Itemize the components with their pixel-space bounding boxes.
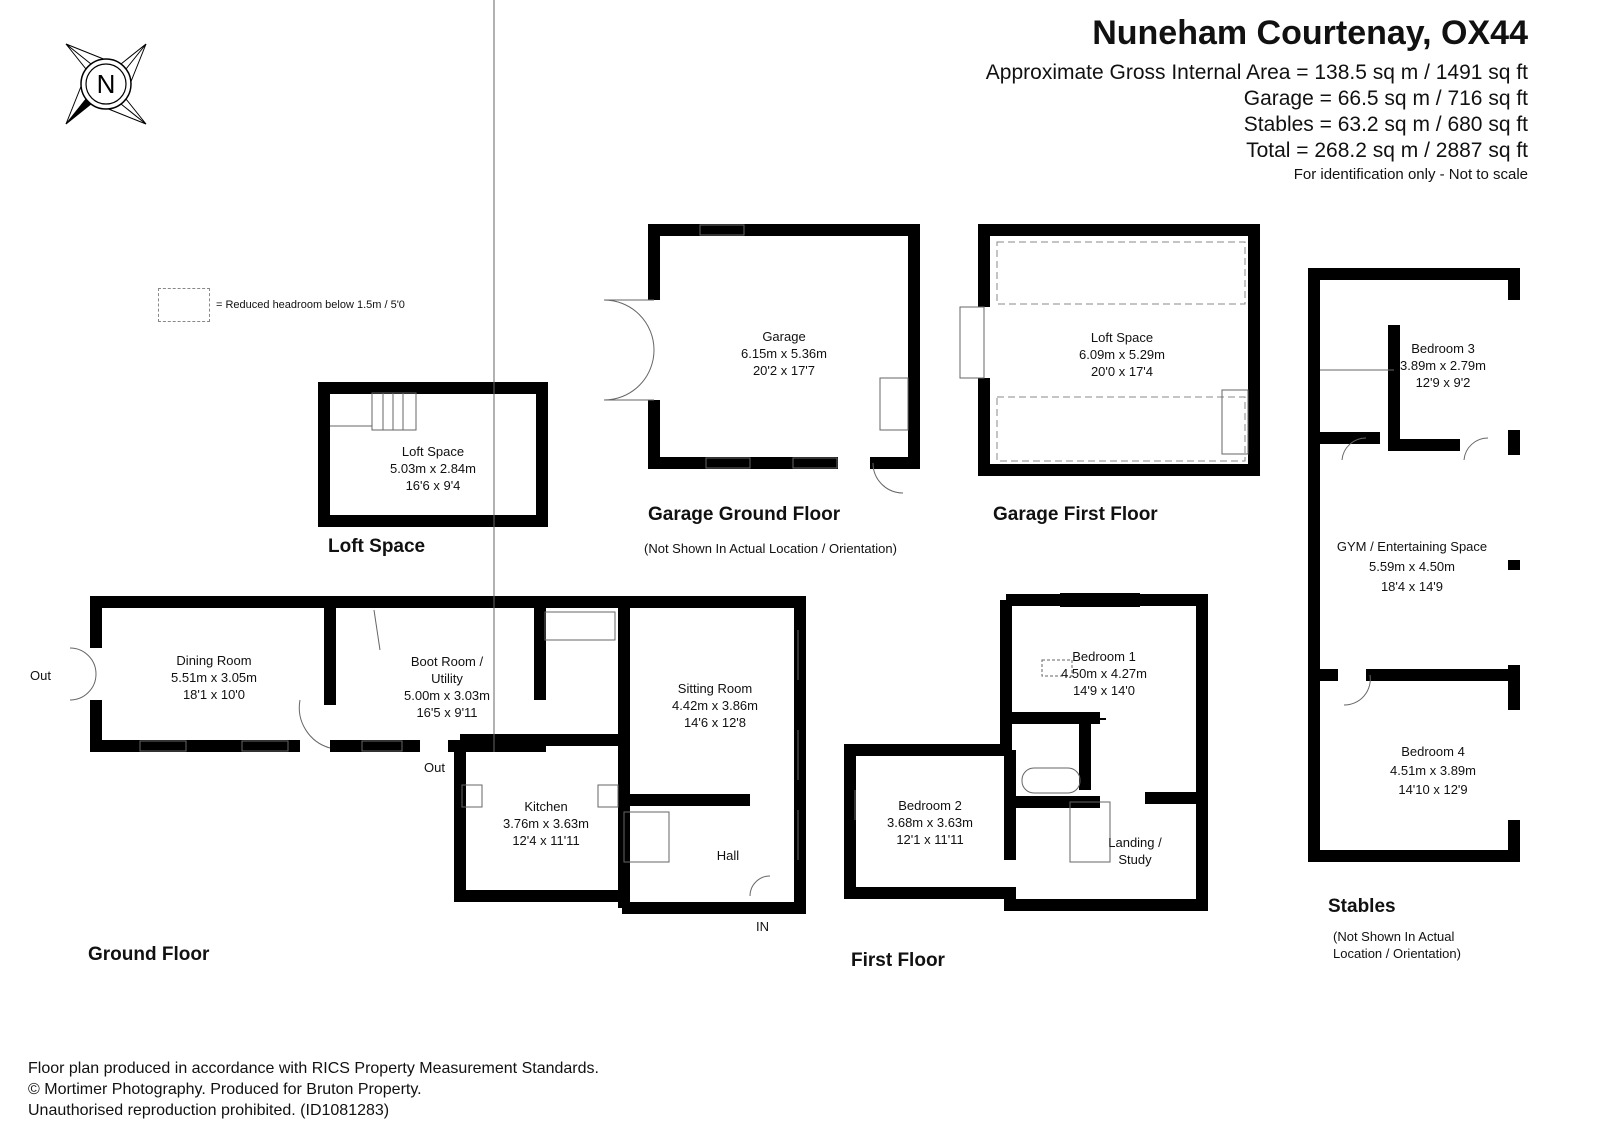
garage-first-walls	[978, 224, 1260, 476]
total-area: Total = 268.2 sq m / 2887 sq ft	[1246, 139, 1528, 162]
footer-credits: Floor plan produced in accordance with R…	[28, 1058, 599, 1121]
room-bedroom-4: Bedroom 4 4.51m x 3.89m 14'10 x 12'9	[1390, 742, 1476, 799]
loft-walls	[318, 382, 548, 527]
room-size-imperial: 18'1 x 10'0	[182, 687, 246, 702]
room-sitting: Sitting Room 4.42m x 3.86m 14'6 x 12'8	[672, 680, 758, 731]
dashed-box-icon	[158, 288, 210, 322]
room-landing-study: Landing / Study	[1108, 834, 1162, 868]
footer-rics-note: Floor plan produced in accordance with R…	[28, 1060, 599, 1077]
room-size-imperial: 16'6 x 9'4	[405, 478, 461, 493]
room-name: Sitting Room	[677, 681, 753, 696]
room-name: Hall	[716, 848, 740, 863]
room-loft-space: Loft Space 5.03m x 2.84m 16'6 x 9'4	[390, 443, 476, 494]
floor-label-garage-first: Garage First Floor	[993, 504, 1158, 525]
room-size-metric: 5.51m x 3.05m	[171, 670, 257, 685]
in-marker-hall: IN	[756, 919, 769, 934]
floor-label-ground: Ground Floor	[88, 944, 210, 965]
room-size-imperial: 14'10 x 12'9	[1398, 782, 1468, 797]
room-hall: Hall	[717, 847, 739, 864]
floor-label-stables: Stables	[1328, 896, 1396, 917]
stables-note-line2: Location / Orientation)	[1333, 946, 1461, 961]
floor-label-garage-ground: Garage Ground Floor	[648, 504, 841, 525]
room-size-imperial: 12'4 x 11'11	[512, 833, 580, 848]
garage-orientation-note: (Not Shown In Actual Location / Orientat…	[644, 541, 897, 556]
headroom-legend: = Reduced headroom below 1.5m / 5'0	[158, 288, 405, 322]
room-bedroom-2: Bedroom 2 3.68m x 3.63m 12'1 x 11'11	[887, 797, 973, 848]
room-name: GYM / Entertaining Space	[1336, 539, 1488, 554]
floor-label-loft: Loft Space	[328, 536, 426, 557]
room-size-imperial: 14'6 x 12'8	[683, 715, 747, 730]
room-size-metric: 6.15m x 5.36m	[741, 346, 827, 361]
svg-text:N: N	[97, 69, 116, 99]
stables-area: Stables = 63.2 sq m / 680 sq ft	[1243, 113, 1528, 136]
room-name: Bedroom 2	[898, 798, 962, 813]
garage-ground-walls	[648, 224, 920, 469]
room-gym: GYM / Entertaining Space 5.59m x 4.50m 1…	[1337, 537, 1487, 597]
north-compass-icon: N	[65, 43, 147, 125]
room-size-metric: 4.42m x 3.86m	[672, 698, 758, 713]
room-name: Dining Room	[176, 653, 252, 668]
property-title: Nuneham Courtenay, OX44	[1092, 14, 1528, 52]
room-size-metric: 5.00m x 3.03m	[404, 688, 490, 703]
room-name: Garage	[762, 329, 806, 344]
room-size-metric: 5.03m x 2.84m	[390, 461, 476, 476]
room-name-line2: Utility	[431, 671, 463, 686]
room-name: Landing /	[1108, 835, 1162, 850]
room-size-imperial: 20'0 x 17'4	[1090, 364, 1154, 379]
legend-text: = Reduced headroom below 1.5m / 5'0	[216, 299, 405, 311]
room-size-metric: 3.68m x 3.63m	[887, 815, 973, 830]
room-name: Loft Space	[1090, 330, 1154, 345]
scale-note: For identification only - Not to scale	[1293, 166, 1528, 183]
room-bedroom-1: Bedroom 1 4.50m x 4.27m 14'9 x 14'0	[1061, 648, 1147, 699]
room-size-imperial: 20'2 x 17'7	[752, 363, 816, 378]
room-name: Bedroom 3	[1411, 341, 1475, 356]
floor-label-first: First Floor	[851, 950, 945, 971]
room-size-imperial: 12'1 x 11'11	[896, 832, 964, 847]
stables-orientation-note: (Not Shown In Actual Location / Orientat…	[1333, 928, 1461, 962]
room-garage-loft: Loft Space 6.09m x 5.29m 20'0 x 17'4	[1079, 329, 1165, 380]
stables-note-line1: (Not Shown In Actual	[1333, 929, 1455, 944]
room-name: Bedroom 1	[1072, 649, 1136, 664]
room-dining: Dining Room 5.51m x 3.05m 18'1 x 10'0	[171, 652, 257, 703]
room-boot-utility: Boot Room / Utility 5.00m x 3.03m 16'5 x…	[404, 653, 490, 721]
ground-floor-walls	[90, 596, 806, 914]
room-name: Boot Room /	[410, 654, 484, 669]
out-marker-dining: Out	[30, 668, 51, 683]
room-name: Loft Space	[401, 444, 465, 459]
room-size-metric: 6.09m x 5.29m	[1079, 347, 1165, 362]
area-summary: Approximate Gross Internal Area = 138.5 …	[986, 60, 1528, 186]
room-garage: Garage 6.15m x 5.36m 20'2 x 17'7	[741, 328, 827, 379]
room-size-metric: 4.51m x 3.89m	[1390, 763, 1476, 778]
first-floor-walls	[844, 593, 1208, 911]
room-name: Bedroom 4	[1401, 744, 1465, 759]
stables-walls	[1308, 268, 1520, 862]
room-size-imperial: 14'9 x 14'0	[1072, 683, 1136, 698]
room-size-metric: 5.59m x 4.50m	[1369, 559, 1455, 574]
footer-copyright: © Mortimer Photography. Produced for Bru…	[28, 1081, 422, 1098]
room-size-metric: 4.50m x 4.27m	[1061, 666, 1147, 681]
room-size-metric: 3.89m x 2.79m	[1400, 358, 1486, 373]
room-size-imperial: 18'4 x 14'9	[1380, 579, 1444, 594]
garage-area: Garage = 66.5 sq m / 716 sq ft	[1243, 87, 1528, 110]
room-size-metric: 3.76m x 3.63m	[503, 816, 589, 831]
room-size-imperial: 16'5 x 9'11	[416, 705, 478, 720]
room-kitchen: Kitchen 3.76m x 3.63m 12'4 x 11'11	[503, 798, 589, 849]
footer-reproduction-note: Unauthorised reproduction prohibited. (I…	[28, 1102, 390, 1119]
room-size-imperial: 12'9 x 9'2	[1415, 375, 1471, 390]
out-marker-boot-room: Out	[424, 760, 445, 775]
gross-internal-area: Approximate Gross Internal Area = 138.5 …	[985, 61, 1528, 84]
room-bedroom-3: Bedroom 3 3.89m x 2.79m 12'9 x 9'2	[1400, 340, 1486, 391]
room-name-line2: Study	[1118, 852, 1152, 867]
room-name: Kitchen	[524, 799, 568, 814]
